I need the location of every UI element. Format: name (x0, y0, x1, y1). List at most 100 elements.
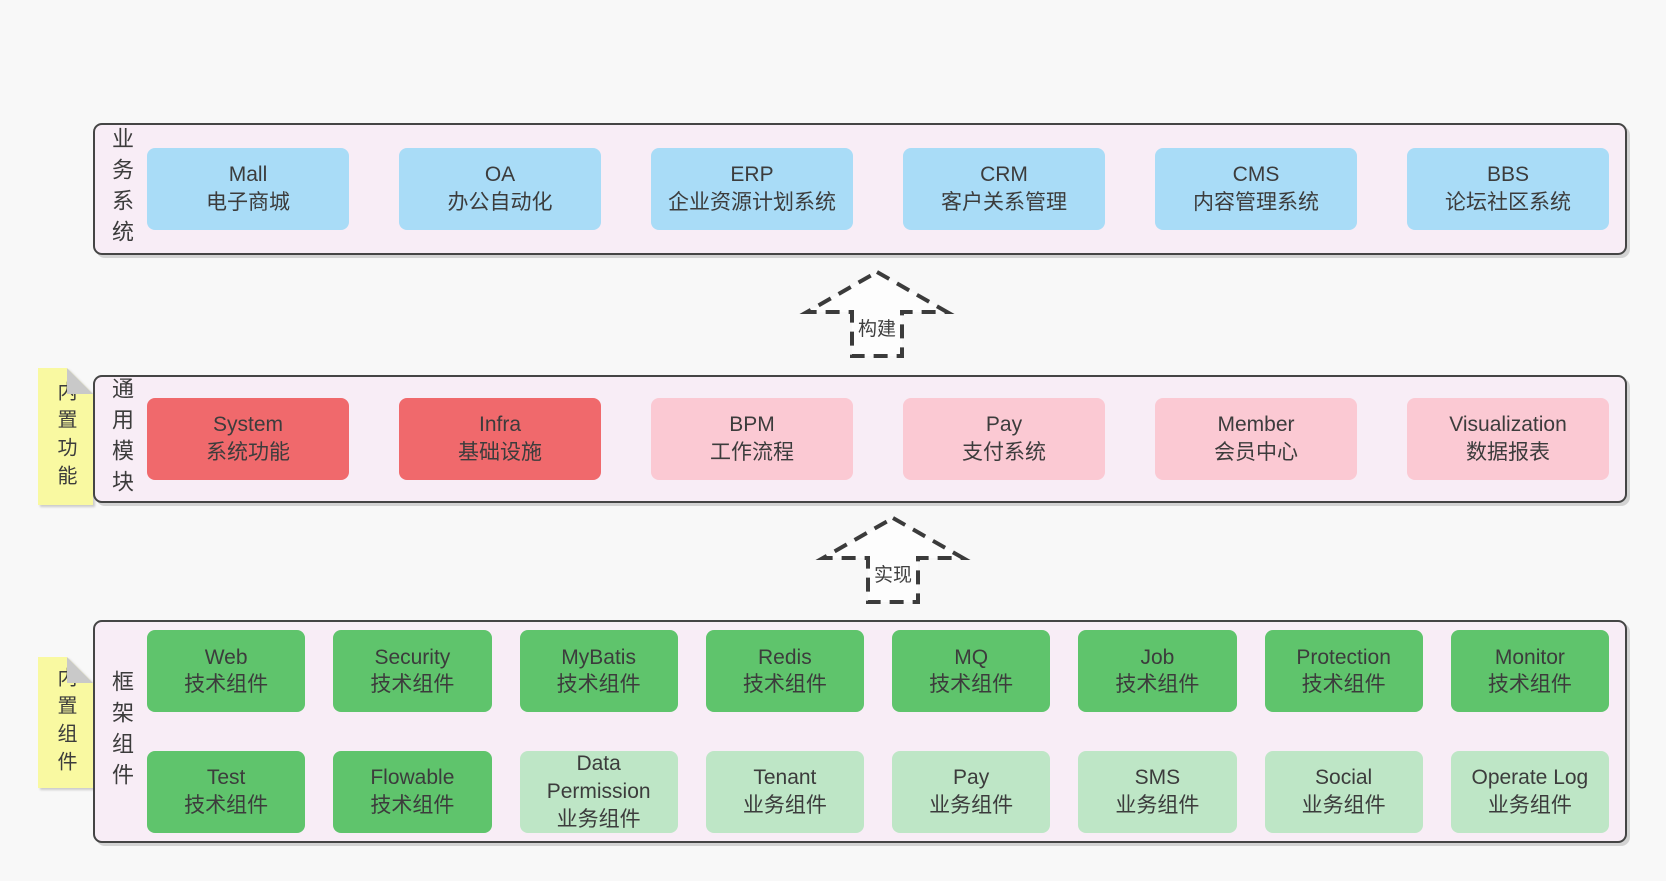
box-subtitle: 企业资源计划系统 (668, 191, 836, 214)
arrow-up-dashed-icon (815, 515, 971, 604)
box-mybatis: MyBatis 技术组件 (519, 630, 678, 713)
box-subtitle: 技术组件 (370, 793, 455, 817)
arrow-up-dashed-icon (799, 269, 955, 358)
box-bpm: BPM 工作流程 (651, 398, 853, 480)
box-web: Web 技术组件 (147, 630, 306, 713)
box-title: Test (206, 766, 246, 790)
box-subtitle: 业务组件 (929, 793, 1014, 817)
box-mq: MQ 技术组件 (892, 630, 1051, 713)
box-title: Infra (478, 413, 522, 437)
box-title: MyBatis (561, 645, 636, 669)
box-bbs: BBS 论坛社区系统 (1407, 148, 1609, 230)
sticky-note-builtin-components: 内置组件 (38, 657, 93, 788)
box-title: Data Permission (546, 752, 651, 803)
box-subtitle: 客户关系管理 (941, 191, 1067, 214)
sticky-note-builtin-components-wrap: 内置组件 (38, 657, 93, 788)
box-title: CMS (1232, 163, 1280, 187)
box-title: Redis (758, 645, 812, 669)
box-title: Web (204, 645, 248, 669)
business-boxes-row: Mall 电子商城 OA 办公自动化 ERP 企业资源计划系统 CRM 客户关系… (147, 125, 1609, 253)
box-security: Security 技术组件 (333, 630, 492, 713)
box-title: Monitor (1494, 645, 1565, 669)
box-sms: SMS 业务组件 (1078, 750, 1237, 833)
layer-components-label: 框架组件 (109, 669, 134, 794)
box-visualization: Visualization 数据报表 (1407, 398, 1609, 480)
box-subtitle: 支付系统 (962, 441, 1046, 464)
box-subtitle: 技术组件 (1487, 673, 1572, 697)
layer-business-systems: 业务系统 Mall 电子商城 OA 办公自动化 ERP 企业资源计划系统 CRM… (93, 123, 1627, 255)
box-title: Tenant (753, 766, 817, 790)
box-subtitle: 工作流程 (710, 441, 794, 464)
box-pay: Pay 支付系统 (903, 398, 1105, 480)
box-oa: OA 办公自动化 (399, 148, 601, 230)
box-test: Test 技术组件 (147, 750, 306, 833)
box-title: Operate Log (1471, 766, 1589, 790)
note-text: 内置组件 (54, 666, 76, 779)
note-text: 内置功能 (54, 380, 76, 493)
box-title: Pay (985, 413, 1023, 437)
box-title: Visualization (1449, 413, 1567, 437)
box-subtitle: 业务组件 (1115, 793, 1200, 817)
box-social: Social 业务组件 (1264, 750, 1423, 833)
box-subtitle: 业务组件 (742, 793, 827, 817)
box-member: Member 会员中心 (1155, 398, 1357, 480)
box-erp: ERP 企业资源计划系统 (651, 148, 853, 230)
layer-framework-components: 框架组件 Web 技术组件 Security 技术组件 MyBatis 技术组件… (93, 620, 1627, 843)
box-data-permission: Data Permission 业务组件 (519, 750, 678, 833)
box-subtitle: 技术组件 (556, 673, 641, 697)
box-pay-biz: Pay 业务组件 (892, 750, 1051, 833)
box-job: Job 技术组件 (1078, 630, 1237, 713)
box-flowable: Flowable 技术组件 (333, 750, 492, 833)
box-title: Member (1217, 413, 1295, 437)
box-title: SMS (1134, 766, 1181, 790)
box-protection: Protection 技术组件 (1264, 630, 1423, 713)
box-title: Pay (953, 766, 990, 790)
modules-boxes-row: System 系统功能 Infra 基础设施 BPM 工作流程 Pay 支付系统… (147, 377, 1609, 501)
layer-business-label: 业务系统 (109, 127, 134, 251)
box-title: BPM (729, 413, 775, 437)
box-system: System 系统功能 (147, 398, 349, 480)
layer-modules-label: 通用模块 (109, 377, 134, 501)
box-subtitle: 系统功能 (206, 441, 290, 464)
arrow-implement-label: 实现 (873, 565, 913, 586)
layer-common-modules: 通用模块 System 系统功能 Infra 基础设施 BPM 工作流程 Pay… (93, 375, 1627, 503)
box-title: Security (374, 645, 451, 669)
box-subtitle: 论坛社区系统 (1445, 191, 1571, 214)
box-redis: Redis 技术组件 (705, 630, 864, 713)
arrow-build-label: 构建 (857, 319, 897, 340)
box-infra: Infra 基础设施 (399, 398, 601, 480)
box-subtitle: 技术组件 (184, 793, 269, 817)
box-title: BBS (1486, 163, 1530, 187)
box-subtitle: 会员中心 (1214, 441, 1298, 464)
arrow-build: 构建 (799, 266, 955, 360)
box-title: Protection (1296, 645, 1391, 669)
box-title: Social (1315, 766, 1373, 790)
components-row-2: Test 技术组件 Flowable 技术组件 Data Permission … (147, 743, 1609, 842)
box-subtitle: 业务组件 (1301, 793, 1386, 817)
box-subtitle: 技术组件 (929, 673, 1014, 697)
box-monitor: Monitor 技术组件 (1450, 630, 1609, 713)
box-subtitle: 办公自动化 (447, 191, 553, 214)
box-title: Mall (228, 163, 268, 187)
box-cms: CMS 内容管理系统 (1155, 148, 1357, 230)
box-title: Flowable (370, 766, 455, 790)
sticky-note-builtin-features: 内置功能 (38, 368, 93, 505)
box-subtitle: 业务组件 (1487, 793, 1572, 817)
box-subtitle: 技术组件 (184, 673, 269, 697)
box-title: OA (484, 163, 516, 187)
box-tenant: Tenant 业务组件 (705, 750, 864, 833)
box-subtitle: 电子商城 (206, 191, 290, 214)
note-fold-corner-icon (67, 657, 93, 683)
box-title: System (212, 413, 283, 437)
components-row-1: Web 技术组件 Security 技术组件 MyBatis 技术组件 Redi… (147, 622, 1609, 721)
arrow-implement: 实现 (815, 512, 971, 606)
box-subtitle: 技术组件 (370, 673, 455, 697)
components-boxes-grid: Web 技术组件 Security 技术组件 MyBatis 技术组件 Redi… (147, 622, 1609, 841)
box-subtitle: 数据报表 (1466, 441, 1550, 464)
box-subtitle: 基础设施 (458, 441, 542, 464)
box-subtitle: 业务组件 (556, 807, 641, 831)
box-mall: Mall 电子商城 (147, 148, 349, 230)
box-title: Job (1140, 645, 1175, 669)
box-subtitle: 内容管理系统 (1193, 191, 1319, 214)
